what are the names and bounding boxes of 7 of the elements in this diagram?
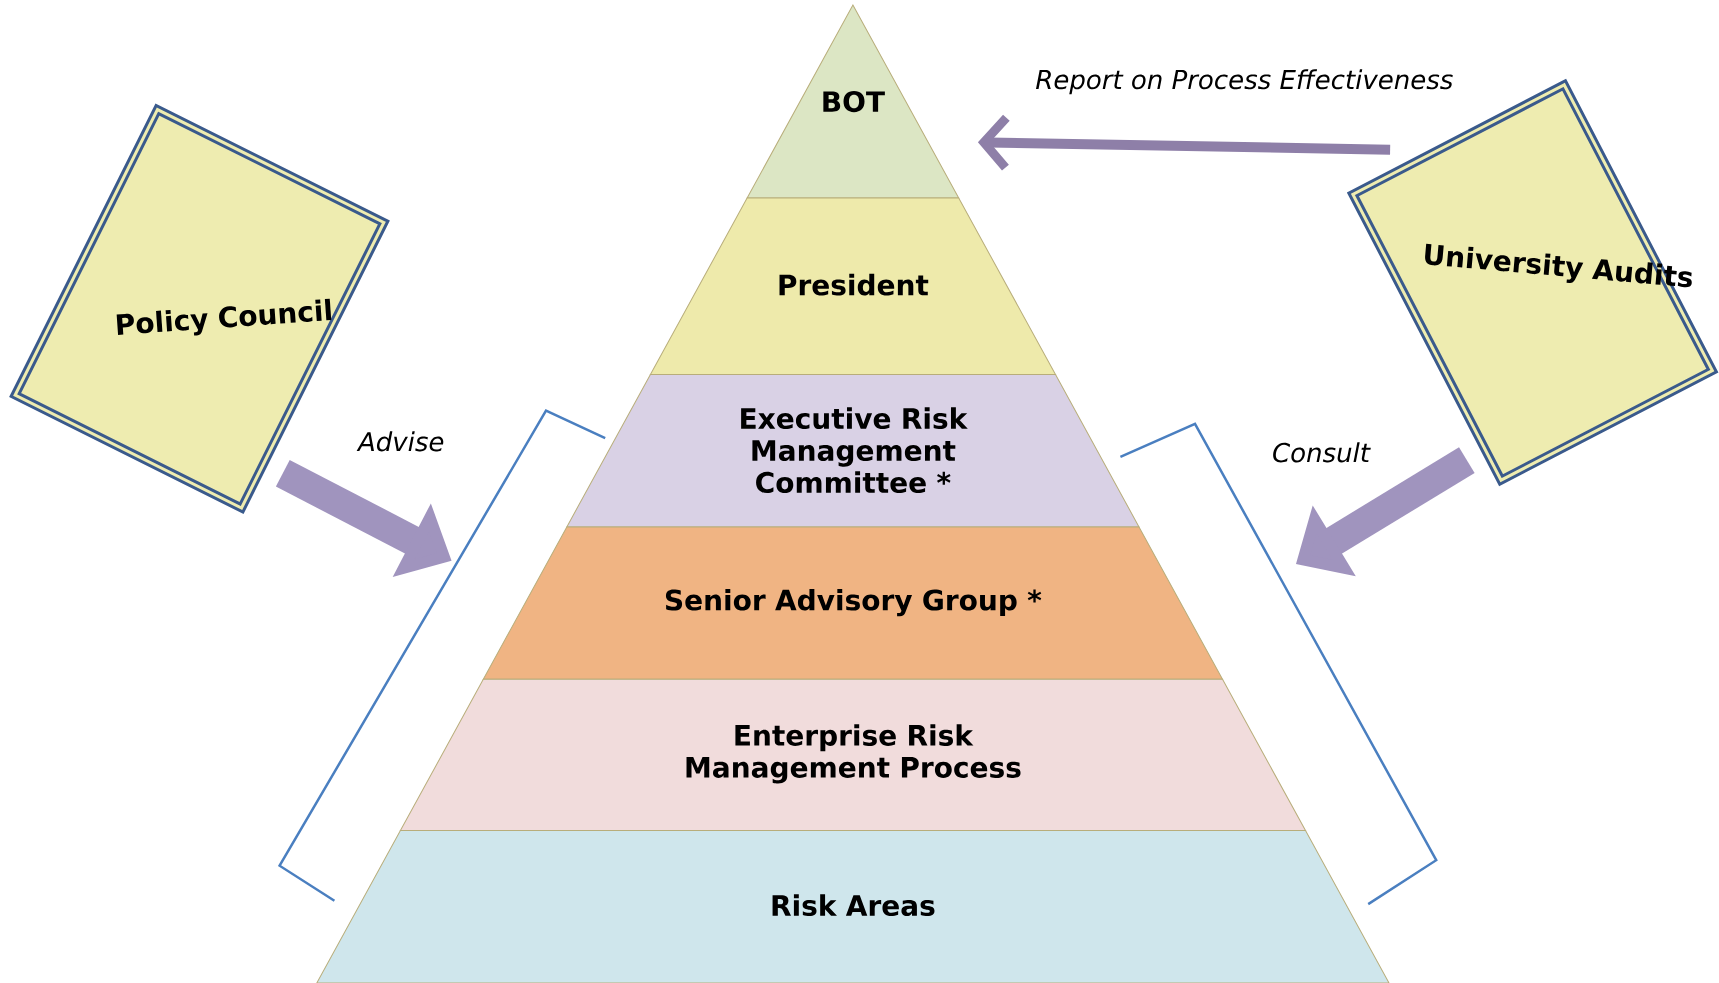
pyramid-level: Enterprise Risk Management Process — [399, 678, 1306, 832]
pyramid-level: Senior Advisory Group * — [482, 526, 1223, 680]
pyramid-level: Executive Risk Management Committee * — [566, 374, 1140, 528]
pyramid-level: Risk Areas — [316, 830, 1390, 983]
arrow — [977, 114, 1391, 171]
pyramid-level: President — [649, 197, 1056, 376]
pyramid-level: BOT — [746, 4, 960, 199]
